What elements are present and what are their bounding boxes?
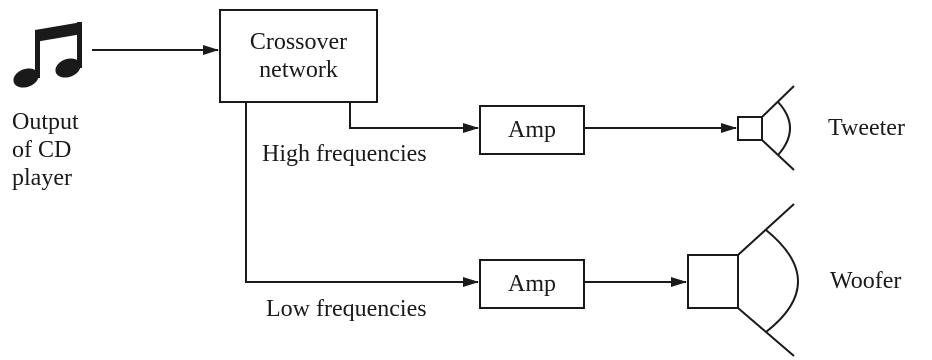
tweeter-label: Tweeter <box>828 115 905 141</box>
tweeter-speaker-icon <box>737 85 795 171</box>
high-frequency-line <box>349 102 479 133</box>
high-amp-box <box>479 105 585 155</box>
woofer-speaker-icon <box>687 203 799 357</box>
music-note-icon <box>13 22 82 88</box>
low-frequency-line <box>245 102 479 287</box>
high-frequencies-label: High frequencies <box>262 141 427 167</box>
crossover-label-line2: network <box>259 57 338 83</box>
high-amp-label: Amp <box>508 117 556 143</box>
source-label-line2: of CD <box>12 137 72 163</box>
low-amp-box <box>479 259 585 309</box>
source-label-line3: player <box>12 165 72 191</box>
crossover-label-line1: Crossover <box>249 29 348 55</box>
source-label-line1: Output <box>12 109 79 135</box>
crossover-network-box <box>219 9 378 103</box>
woofer-label: Woofer <box>830 268 902 294</box>
low-frequencies-label: Low frequencies <box>266 296 427 322</box>
low-amp-label: Amp <box>508 271 556 297</box>
